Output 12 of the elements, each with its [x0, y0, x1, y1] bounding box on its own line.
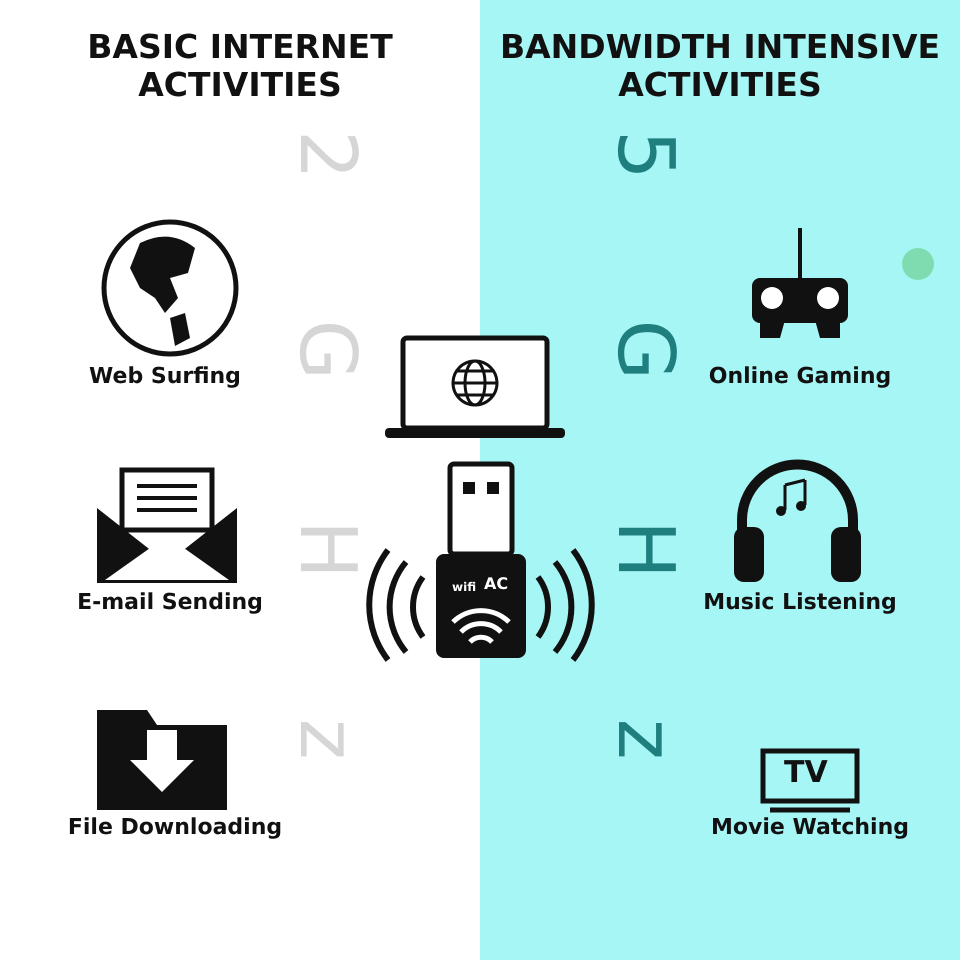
- band-watermark-text: 5GHz: [606, 130, 684, 900]
- column-heading: BASIC INTERNET ACTIVITIES: [86, 28, 394, 104]
- caption: File Downloading: [66, 815, 284, 840]
- screen-text: TV: [784, 755, 828, 790]
- caption: Web Surfing: [88, 364, 242, 389]
- caption: E-mail Sending: [76, 590, 264, 615]
- device-marking: AC: [484, 574, 508, 593]
- caption: Movie Watching: [710, 815, 910, 840]
- column-heading: BANDWIDTH INTENSIVE ACTIVITIES: [498, 28, 942, 104]
- caption: Online Gaming: [708, 364, 892, 389]
- caption: Music Listening: [702, 590, 898, 615]
- device-marking: wifi: [452, 580, 476, 594]
